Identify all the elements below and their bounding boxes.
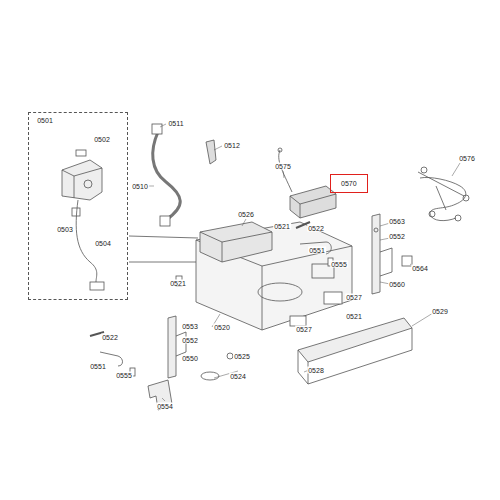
callout-number: 0576 [458, 155, 476, 162]
wire-harness [418, 167, 469, 221]
callout-number: 0511 [167, 120, 184, 127]
hose [152, 124, 216, 226]
leader-lines [148, 124, 460, 401]
inset-link [129, 262, 198, 263]
callout-number: 0528 [307, 367, 325, 374]
callout-number: 0553 [181, 323, 199, 330]
callout-number: 0503 [56, 226, 74, 233]
callout-box: 0570 [330, 174, 368, 193]
callout-number: 0526 [237, 211, 255, 218]
callout-number: 0522 [307, 225, 325, 232]
callout-number: 0504 [94, 240, 112, 247]
callout-number: 0552 [181, 337, 199, 344]
valve [62, 150, 104, 290]
callout-number: 0521 [345, 313, 363, 320]
base-tub [196, 222, 352, 330]
callout-number: 0550 [181, 355, 199, 362]
control-module [278, 148, 336, 218]
callout-number: 0521 [273, 223, 291, 230]
callout-number: 0510 [131, 183, 149, 190]
callout-number: 0560 [388, 281, 406, 288]
small-parts [90, 222, 333, 376]
inset-link [129, 236, 198, 238]
callout-number: 0525 [233, 353, 251, 360]
inset-frame: 0501 0502 0503 0504 [28, 112, 128, 300]
callout-number: 0555 [115, 372, 133, 379]
callout-number: 0524 [229, 373, 247, 380]
callout-number: 0521 [169, 280, 187, 287]
callout-number: 0563 [388, 218, 406, 225]
callout-number: 0520 [213, 324, 231, 331]
callout-number: 0555 [330, 261, 348, 268]
callout-number: 0554 [156, 403, 174, 410]
side-bracket [372, 214, 412, 294]
callout-number: 0527 [295, 326, 313, 333]
callout-number: 0564 [411, 265, 429, 272]
front-bracket [148, 276, 233, 410]
callout-number: 0502 [93, 136, 111, 143]
callout-number: 0527 [345, 294, 363, 301]
callout-number: 0551 [308, 247, 326, 254]
callout-number: 0552 [388, 233, 406, 240]
callout-number: 0570 [340, 180, 358, 187]
plinth [298, 318, 412, 384]
callout-number: 0501 [36, 117, 54, 124]
callout-number: 0522 [101, 334, 119, 341]
callout-number: 0551 [89, 363, 107, 370]
callout-number: 0512 [223, 142, 241, 149]
callout-number: 0575 [274, 163, 292, 170]
callout-number: 0529 [431, 308, 449, 315]
